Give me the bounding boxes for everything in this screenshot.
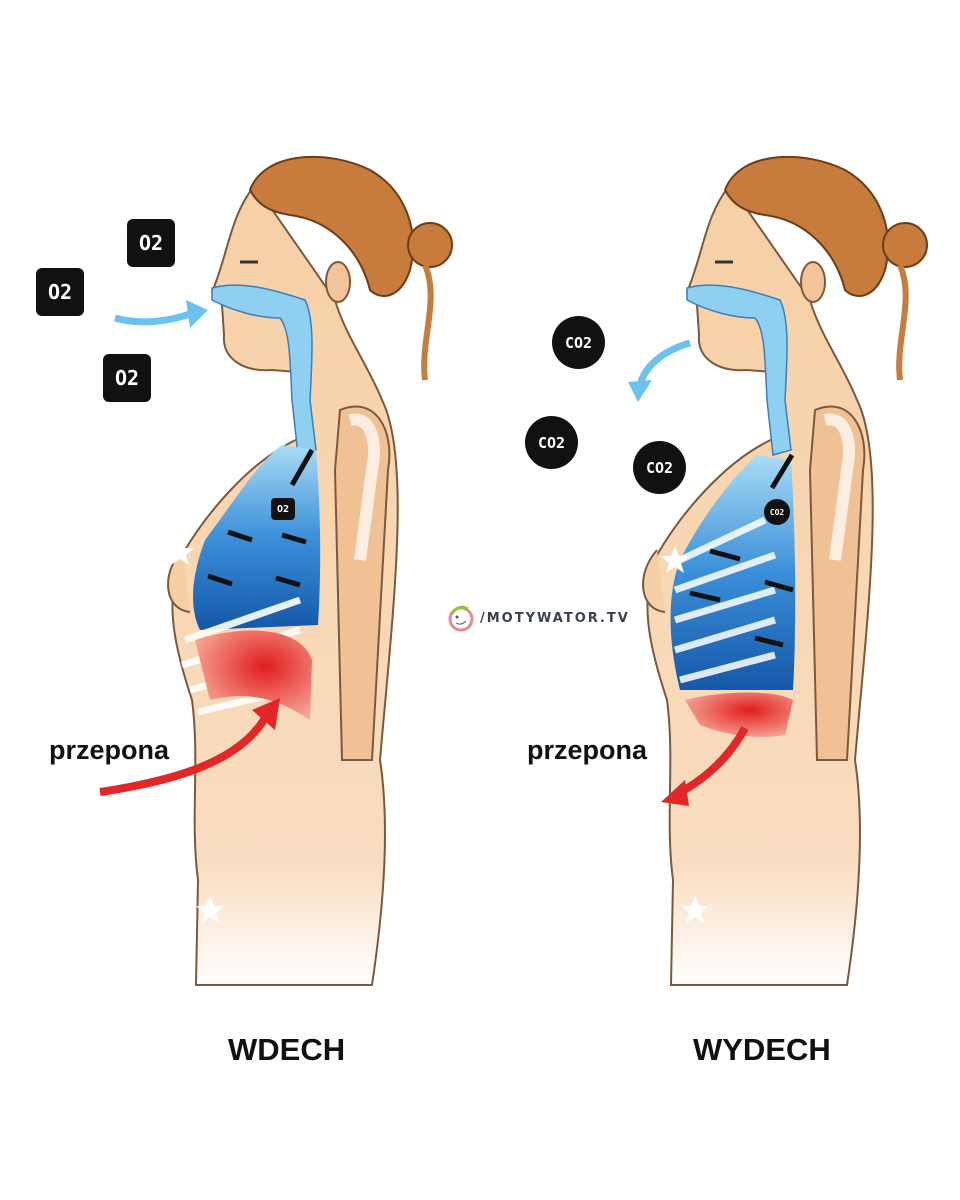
o2-molecule: O2 <box>36 268 84 316</box>
exhale-title: WYDECH <box>693 1032 831 1067</box>
diaphragm <box>685 692 793 737</box>
watermark-logo: /MOTYWATOR.TV <box>446 604 630 632</box>
contraction-arrows <box>689 453 795 648</box>
diaphragm-label-inhale: przepona <box>49 735 170 765</box>
co2-molecule-small: CO2 <box>764 499 790 525</box>
co2-molecule: CO2 <box>633 441 686 494</box>
o2-molecule-small: O2 <box>271 498 295 520</box>
watermark-text: /MOTYWATOR.TV <box>480 610 630 626</box>
air-in-arrow <box>114 308 197 326</box>
ribs <box>673 516 777 684</box>
diaphragm-arrow <box>99 715 269 796</box>
o2-molecule: O2 <box>127 219 175 267</box>
air-out-arrow <box>636 339 692 387</box>
diaphragm-label-exhale: przepona <box>527 735 648 765</box>
exhale-figure <box>643 157 927 985</box>
diaphragm <box>195 630 312 720</box>
o2-molecule: O2 <box>103 354 151 402</box>
inhale-figure <box>99 157 452 985</box>
co2-molecule: CO2 <box>552 316 605 369</box>
co2-molecule: CO2 <box>525 416 578 469</box>
expansion-arrows <box>207 448 315 588</box>
smiley-logo-icon <box>448 605 474 632</box>
inhale-title: WDECH <box>228 1032 346 1067</box>
